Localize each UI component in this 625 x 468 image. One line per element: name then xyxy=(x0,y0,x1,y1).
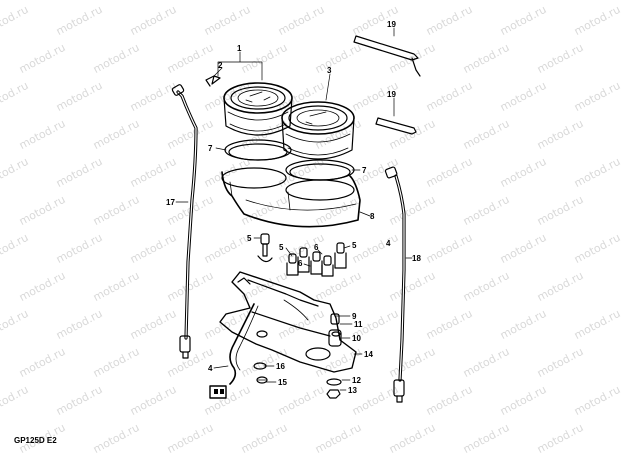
callout-14: 14 xyxy=(364,350,373,359)
callout-19-lower: 19 xyxy=(387,90,396,99)
callout-3: 3 xyxy=(327,66,332,75)
diagram-caption: GP125D E2 xyxy=(14,436,57,445)
callout-9: 9 xyxy=(352,312,357,321)
callout-6-b: 6 xyxy=(298,259,303,268)
callout-4-top: 4 xyxy=(386,239,391,248)
speedometer-gauge xyxy=(223,82,293,136)
callout-2: 2 xyxy=(218,61,223,70)
indicator-bulb-sockets xyxy=(257,233,347,277)
callout-18: 18 xyxy=(412,254,421,263)
meter-screw xyxy=(205,75,221,87)
callout-4-bottom: 4 xyxy=(208,364,213,373)
callout-1: 1 xyxy=(237,44,242,53)
speedometer-cable xyxy=(171,84,198,359)
tachometer-cable xyxy=(384,166,406,403)
callout-5-b: 5 xyxy=(279,243,284,252)
callout-7-left: 7 xyxy=(208,144,213,153)
wiring-harness xyxy=(209,303,259,399)
tachometer-gauge xyxy=(281,101,355,160)
callout-8: 8 xyxy=(370,212,375,221)
callout-19-top: 19 xyxy=(387,20,396,29)
callout-11: 11 xyxy=(354,320,363,329)
callout-10: 10 xyxy=(352,334,361,343)
callout-5-a: 5 xyxy=(247,234,252,243)
callout-numbers: 1 2 3 7 7 8 5 5 6 5 6 4 17 18 19 19 9 11… xyxy=(166,20,421,395)
meter-bracket xyxy=(219,271,357,373)
callout-13: 13 xyxy=(348,386,357,395)
cable-bands xyxy=(353,35,421,135)
callout-7-right: 7 xyxy=(362,166,367,175)
callout-6-a: 6 xyxy=(314,243,319,252)
callout-16: 16 xyxy=(276,362,285,371)
callout-5-c: 5 xyxy=(352,241,357,250)
callout-17: 17 xyxy=(166,198,175,207)
meter-case xyxy=(221,167,361,228)
callout-15: 15 xyxy=(278,378,287,387)
leader-lines xyxy=(175,27,413,391)
gauge-cushion-rings xyxy=(224,139,355,181)
callout-12: 12 xyxy=(352,376,361,385)
